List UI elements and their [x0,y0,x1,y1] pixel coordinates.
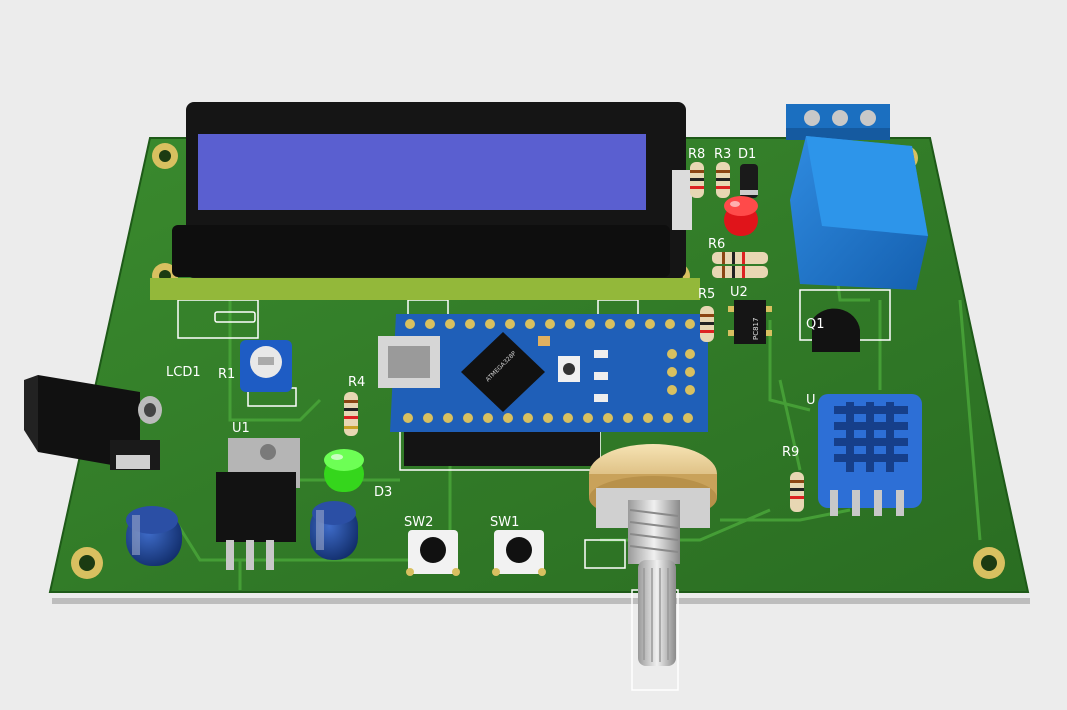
humidity-sensor [818,394,922,516]
screw-terminal [786,104,890,140]
label-d1: D1 [738,147,756,162]
electrolytic-capacitor-left [126,506,182,566]
transistor-q1 [812,308,860,352]
label-sw1: SW1 [490,515,519,530]
red-led [724,196,758,236]
lcd-module [150,102,700,300]
label-r6: R6 [708,237,725,252]
label-d3: D3 [374,485,392,500]
resistor-r3 [716,162,730,198]
label-r1: R1 [218,367,235,382]
resistor-r4 [344,392,358,436]
arduino-nano [378,314,708,466]
resistor-r9 [790,472,804,512]
label-r8: R8 [688,147,705,162]
label-u2: U2 [730,285,748,300]
diode-d1 [740,164,758,198]
optocoupler-u2 [728,300,772,344]
resistor-r5 [700,306,714,342]
board-shadow [52,598,1030,604]
label-u-sensor: U [806,393,816,408]
tactile-switch-sw1 [492,530,546,576]
label-sw2: SW2 [404,515,433,530]
relay [790,136,928,290]
electrolytic-capacitor-middle [310,501,358,560]
tactile-switch-sw2 [406,530,460,576]
label-r3: R3 [714,147,731,162]
label-r5: R5 [698,287,715,302]
trimmer-r1 [240,340,292,392]
label-r9: R9 [782,445,799,460]
lcd-screen [198,134,646,210]
label-q1: Q1 [806,317,825,332]
rotary-potentiometer [589,444,717,666]
optocoupler-marking: PC817 [752,318,760,340]
voltage-regulator-u1 [216,438,300,570]
dc-barrel-jack [24,375,162,470]
resistor-r8 [690,162,704,198]
green-led [324,449,364,492]
resistor-r6 [712,252,768,278]
label-lcd1: LCD1 [166,365,201,380]
label-r4: R4 [348,375,365,390]
silkscreen-labels: LCD1 R1 U1 R4 D3 SW2 SW1 R8 R3 D1 R6 R5 … [166,147,825,530]
label-u1: U1 [232,421,250,436]
